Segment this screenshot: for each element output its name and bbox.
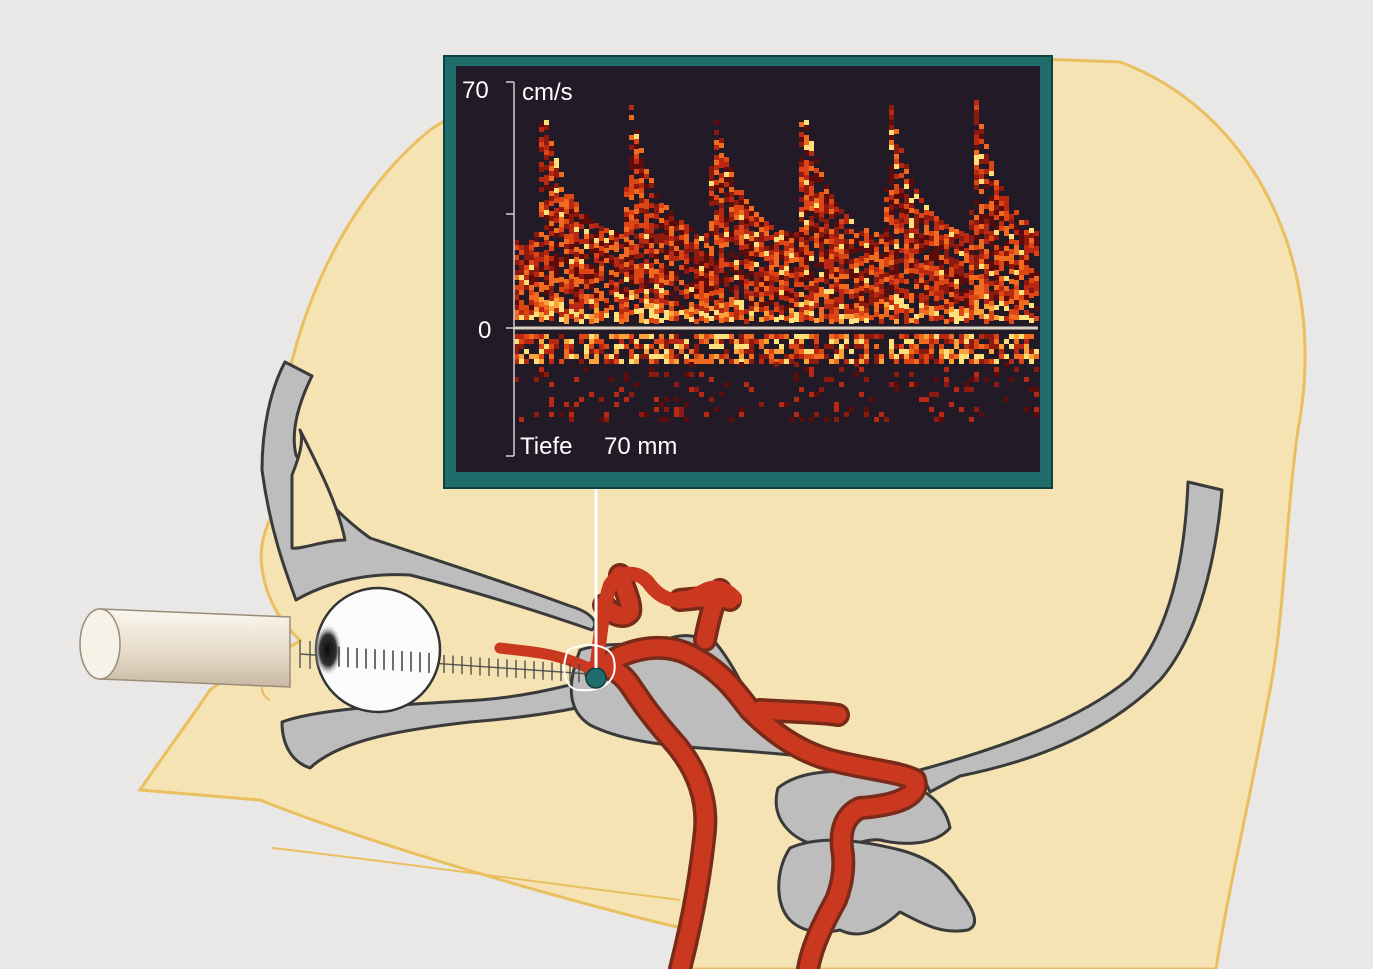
doppler-screen: 70 cm/s 0 Tiefe 70 mm bbox=[444, 56, 1052, 488]
unit-label: cm/s bbox=[522, 79, 573, 106]
sample-point bbox=[586, 668, 606, 688]
eye-lens bbox=[314, 624, 342, 676]
depth-label: Tiefe bbox=[520, 433, 572, 460]
doppler-probe bbox=[80, 609, 290, 687]
posterior-branch bbox=[760, 710, 838, 715]
zero-label: 0 bbox=[478, 317, 491, 344]
y-max-label: 70 bbox=[462, 77, 489, 104]
depth-value: 70 mm bbox=[604, 433, 677, 460]
